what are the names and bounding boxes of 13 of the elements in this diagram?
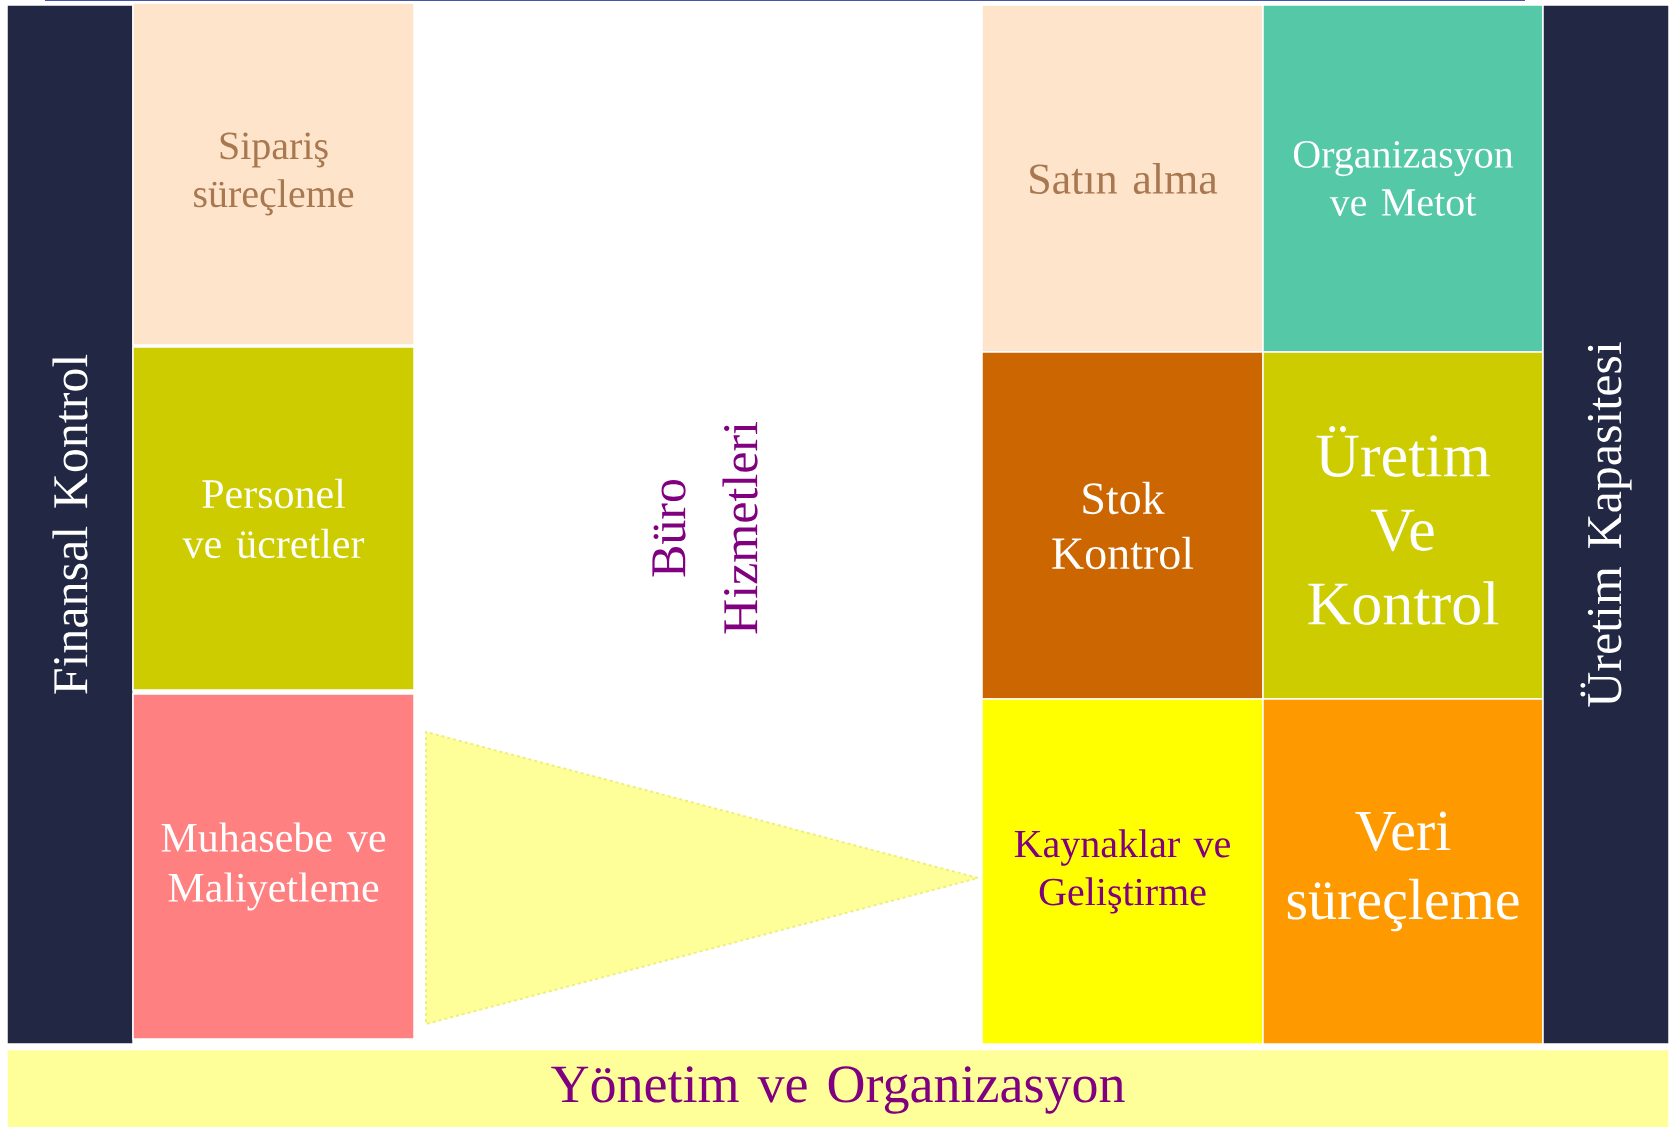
side-bar: Finansal Kontrol <box>6 4 134 1045</box>
process-box: Kaynaklar ve Geliştirme <box>981 698 1264 1045</box>
process-box: Üretim Ve Kontrol <box>1262 351 1544 700</box>
process-box: Veri süreçleme <box>1262 698 1544 1045</box>
process-box: Satın alma <box>981 4 1264 353</box>
process-box: Sipariş süreçleme <box>132 2 415 346</box>
process-box: Muhasebe ve Maliyetleme <box>132 693 415 1040</box>
bottom-band: Yönetim ve Organizasyon <box>6 1048 1670 1127</box>
side-bar: Üretim Kapasitesi <box>1542 4 1670 1045</box>
process-box: Stok Kontrol <box>981 351 1264 700</box>
process-box: Organizasyon ve Metot <box>1262 4 1544 353</box>
process-box: Personel ve ücretler <box>132 346 415 691</box>
vertical-label: Büro Hizmetleri <box>652 422 758 634</box>
